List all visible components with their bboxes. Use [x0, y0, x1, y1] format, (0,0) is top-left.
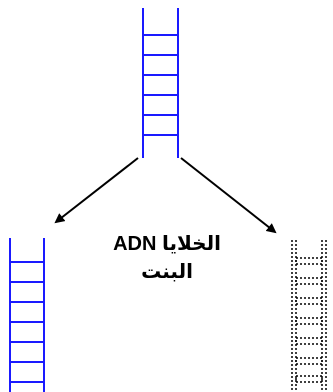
- label-line-2: البنت: [141, 261, 193, 283]
- daughter-cells-dna-label: ADN الخلايا البنت: [92, 230, 242, 286]
- right-daughter-rung: [295, 317, 323, 325]
- right-daughter-rung: [295, 337, 323, 345]
- right-daughter-rung: [295, 297, 323, 305]
- right-daughter-rung: [295, 277, 323, 285]
- right-daughter-rung: [295, 375, 323, 383]
- arrow-to-left-daughter: [54, 157, 139, 224]
- parent-dna-ladder: [142, 8, 179, 158]
- right-daughter-dna-ladder: [291, 240, 327, 392]
- left-daughter-dna-ladder: [9, 238, 45, 392]
- right-daughter-rung: [295, 257, 323, 265]
- label-line-1: ADN الخلايا: [113, 233, 221, 255]
- right-daughter-rung: [295, 357, 323, 365]
- arrow-to-right-daughter: [180, 157, 277, 234]
